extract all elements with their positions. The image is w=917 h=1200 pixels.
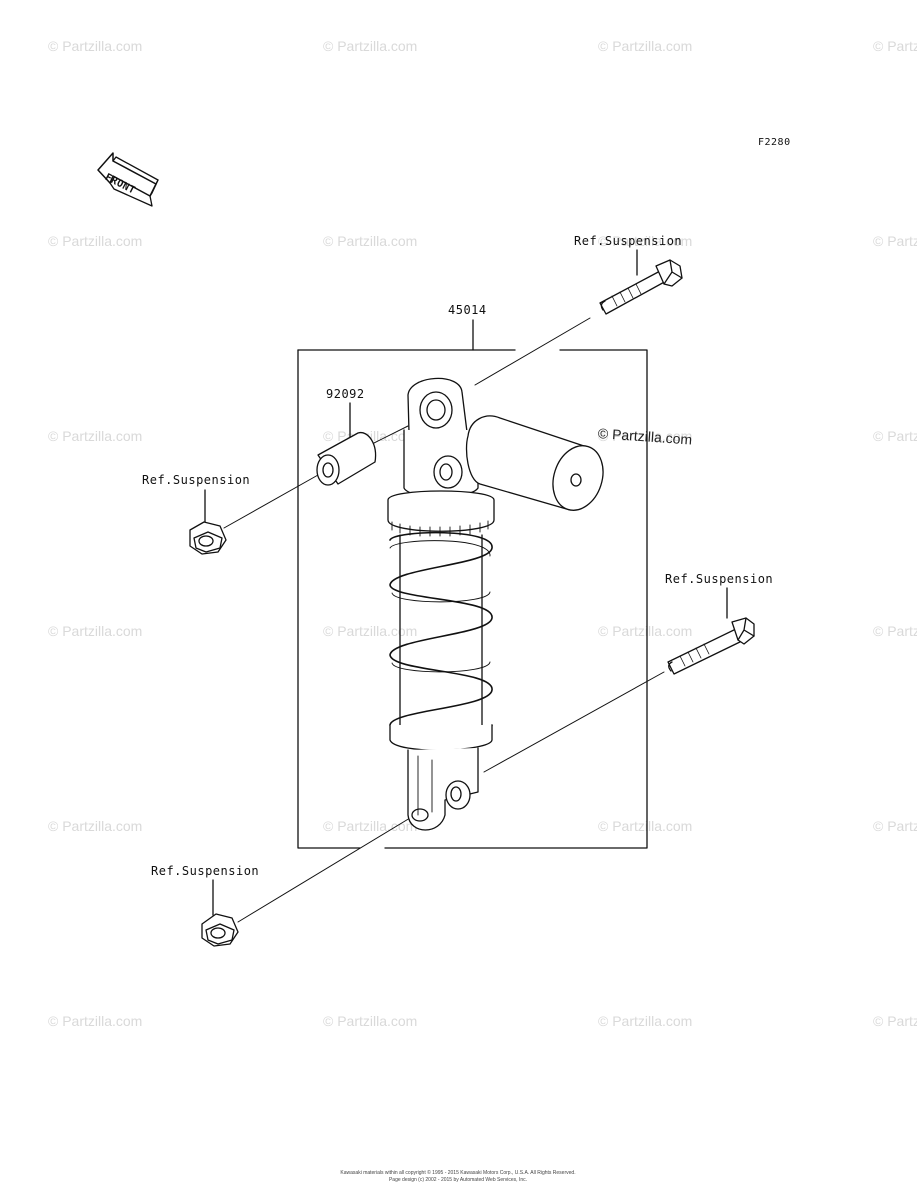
ref-suspension-bottom[interactable]: Ref.Suspension bbox=[151, 864, 260, 878]
watermark: © Partzilla.com bbox=[323, 38, 418, 54]
watermark: © Partzilla.com bbox=[48, 428, 143, 444]
watermark: © Partzilla.com bbox=[873, 623, 917, 639]
copyright-line-1: Kawasaki materials within all copyright … bbox=[340, 1170, 576, 1176]
watermark: © Partzilla.com bbox=[48, 623, 143, 639]
assembly-bracket bbox=[297, 349, 361, 849]
ref-suspension-right[interactable]: Ref.Suspension bbox=[665, 572, 774, 586]
watermark: © Partzilla.com bbox=[873, 428, 917, 444]
watermark: © Partzilla.com bbox=[48, 818, 143, 834]
shock-absorber-45014 bbox=[387, 377, 604, 831]
watermark: © Partzilla.com bbox=[598, 818, 693, 834]
watermark: © Partzilla.com bbox=[48, 1013, 143, 1029]
watermark: © Partzilla.com bbox=[873, 1013, 917, 1029]
watermark: © Partzilla.com bbox=[873, 233, 917, 249]
collar-92092 bbox=[316, 431, 377, 486]
watermark: © Partzilla.com bbox=[323, 623, 418, 639]
left-nut bbox=[189, 521, 227, 555]
part-number-92092[interactable]: 92092 bbox=[326, 387, 365, 401]
watermark: © Partzilla.com bbox=[598, 233, 693, 249]
watermark: © Partzilla.com bbox=[598, 1013, 693, 1029]
watermark: © Partzilla.com bbox=[48, 38, 143, 54]
right-bolt bbox=[667, 617, 755, 675]
watermark: © Partzilla.com bbox=[598, 623, 693, 639]
front-arrow-icon bbox=[97, 152, 159, 207]
top-bolt bbox=[599, 259, 683, 315]
watermark: © Partzilla.com bbox=[598, 428, 693, 444]
watermark: © Partzilla.com bbox=[48, 233, 143, 249]
ref-suspension-top[interactable]: Ref.Suspension bbox=[574, 234, 683, 248]
bottom-nut bbox=[201, 913, 239, 947]
figure-code: F2280 bbox=[758, 137, 791, 148]
ref-suspension-left[interactable]: Ref.Suspension bbox=[142, 473, 251, 487]
watermark: © Partzilla.com bbox=[323, 818, 418, 834]
watermark: © Partzilla.com bbox=[873, 38, 917, 54]
watermark: © Partzilla.com bbox=[873, 818, 917, 834]
copyright-line-2: Page design (c) 2002 - 2015 by Automated… bbox=[388, 1177, 528, 1183]
watermark: © Partzilla.com bbox=[323, 1013, 418, 1029]
part-number-45014[interactable]: 45014 bbox=[448, 303, 487, 317]
watermark: © Partzilla.com bbox=[598, 38, 693, 54]
watermark: © Partzilla.com bbox=[323, 233, 418, 249]
